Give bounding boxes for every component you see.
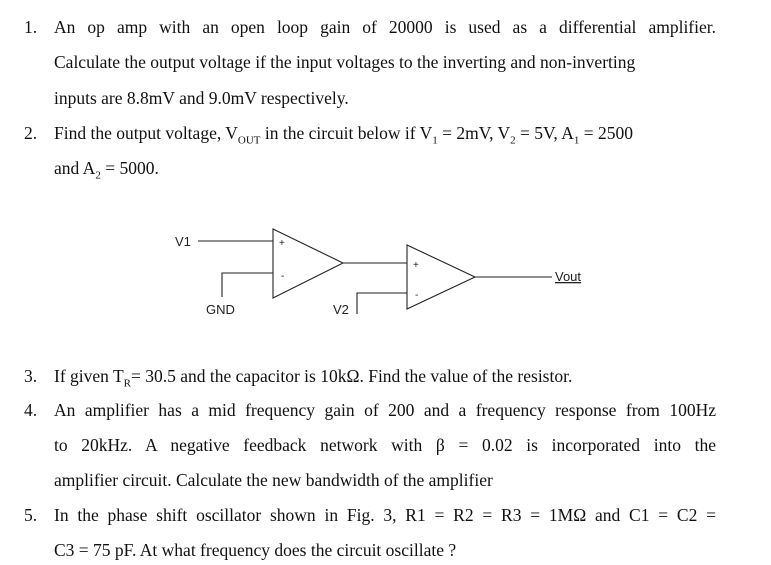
- question-text-line: An amplifier has a mid frequency gain of…: [54, 400, 716, 420]
- op-amp-1-triangle: [272, 228, 345, 299]
- question-number: 5.: [24, 505, 38, 525]
- op-amp-2-triangle: [406, 244, 477, 310]
- amp1-minus-sign: -: [281, 271, 284, 282]
- question-text-line: Calculate the output voltage if the inpu…: [54, 52, 636, 72]
- question-number: 2.: [24, 123, 38, 143]
- v2-wire: [356, 292, 407, 314]
- question-text-line: In the phase shift oscillator shown in F…: [54, 505, 716, 525]
- vout-label: Vout: [555, 269, 581, 284]
- amp2-minus-sign: -: [415, 290, 418, 301]
- question-number: 1.: [24, 17, 38, 37]
- question-text-line: An op amp with an open loop gain of 2000…: [54, 17, 716, 37]
- v2-label: V2: [333, 302, 349, 317]
- gnd-label: GND: [206, 302, 235, 317]
- amp2-plus-sign: +: [413, 260, 419, 271]
- question-text-line: inputs are 8.8mV and 9.0mV respectively.: [54, 88, 349, 108]
- question-number: 4.: [24, 400, 38, 420]
- question-number: 3.: [24, 366, 38, 386]
- question-text-line: Find the output voltage, VOUT in the cir…: [54, 123, 633, 147]
- question-text-line: C3 = 75 pF. At what frequency does the c…: [54, 540, 457, 560]
- question-text-line: If given TR= 30.5 and the capacitor is 1…: [54, 366, 573, 390]
- amp1-plus-sign: +: [279, 238, 285, 249]
- v1-label: V1: [175, 234, 191, 249]
- question-text-line: to 20kHz. A negative feedback network wi…: [54, 435, 716, 455]
- question-text-line: amplifier circuit. Calculate the new ban…: [54, 470, 493, 490]
- gnd-wire: [221, 272, 273, 297]
- question-text-line: and A2 = 5000.: [54, 158, 159, 182]
